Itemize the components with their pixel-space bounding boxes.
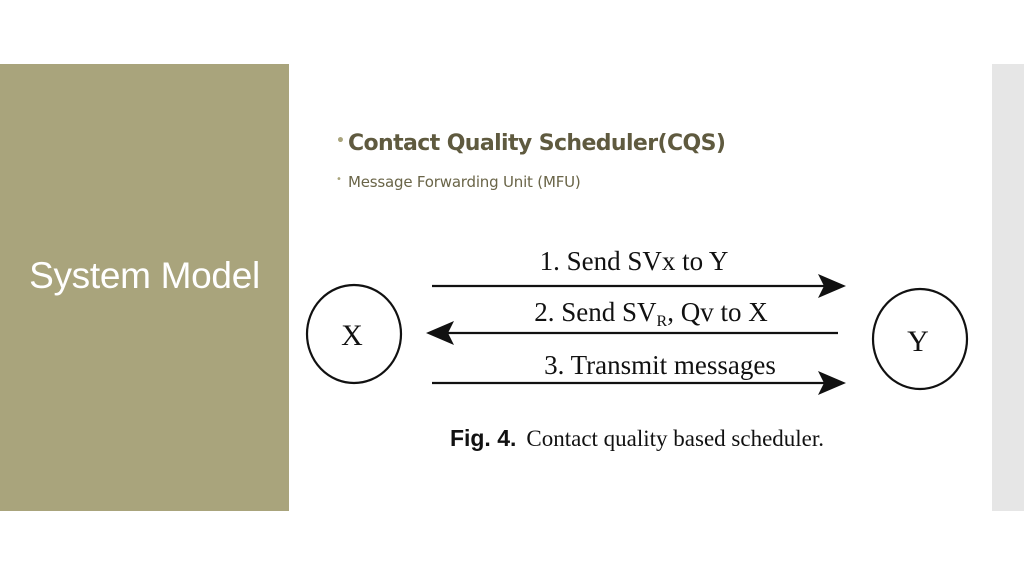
bullet-list: • Contact Quality Scheduler(CQS) • Messa… [334, 124, 726, 197]
arrow-3-head-icon [818, 371, 846, 395]
slide-title: System Model [29, 255, 260, 296]
bullet-cqs: • Contact Quality Scheduler(CQS) [334, 124, 726, 164]
node-x-circle [305, 283, 403, 385]
scheduler-diagram: X Y 1. Send SVx to Y 2. Send SVR, Qv to … [305, 246, 969, 451]
arrow-3-label: 3. Transmit messages [544, 350, 776, 380]
arrow-2-main: 2. Send SV [534, 297, 657, 327]
arrow-2-label: 2. Send SVR, Qv to X [534, 297, 768, 330]
arrow-2-head-icon [426, 321, 454, 345]
bullet-dot-icon: • [336, 174, 342, 185]
arrow-1-head-icon [818, 274, 846, 298]
right-strip [992, 64, 1024, 511]
bullet-dot-icon: • [336, 133, 345, 149]
node-y-label: Y [907, 325, 929, 358]
bullet-mfu-text: Message Forwarding Unit (MFU) [348, 173, 581, 191]
caption-text: Contact quality based scheduler. [526, 426, 824, 451]
caption-label: Fig. 4. [450, 425, 516, 451]
bullet-cqs-text: Contact Quality Scheduler(CQS) [348, 131, 726, 156]
figure-caption: Fig. 4. Contact quality based scheduler. [450, 425, 824, 451]
node-y-circle [871, 287, 969, 391]
arrow-2-sub: R [657, 313, 668, 330]
arrow-2-tail: , Qv to X [667, 297, 768, 327]
arrow-1-label: 1. Send SVx to Y [540, 246, 729, 276]
title-panel [0, 64, 289, 511]
node-x-label: X [341, 319, 363, 352]
bullet-mfu: • Message Forwarding Unit (MFU) [334, 167, 725, 197]
